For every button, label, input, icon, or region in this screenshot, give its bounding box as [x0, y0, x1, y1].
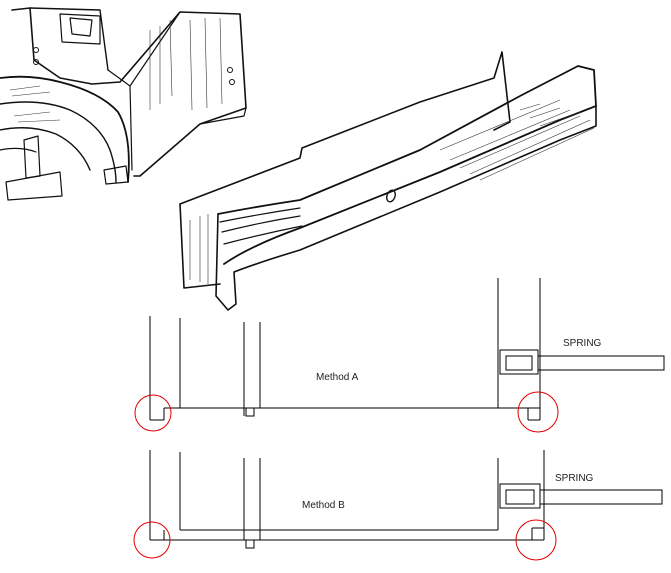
highlight-circle-right-b: [515, 519, 557, 561]
highlight-circle-left-b: [133, 521, 171, 559]
highlight-circle-right-a: [517, 391, 559, 433]
highlight-circle-left-a: [134, 394, 172, 432]
method-b-diagram: Method B SPRING: [133, 450, 663, 561]
method-a-label: Method A: [316, 372, 359, 383]
body-shell-sketch: [0, 7, 247, 201]
chassis-rail-sketch: [179, 51, 597, 311]
method-a-diagram: Method A SPRING: [134, 278, 665, 433]
spring-label-b: SPRING: [555, 473, 594, 484]
spring-label-a: SPRING: [563, 338, 602, 349]
method-b-label: Method B: [302, 500, 345, 511]
